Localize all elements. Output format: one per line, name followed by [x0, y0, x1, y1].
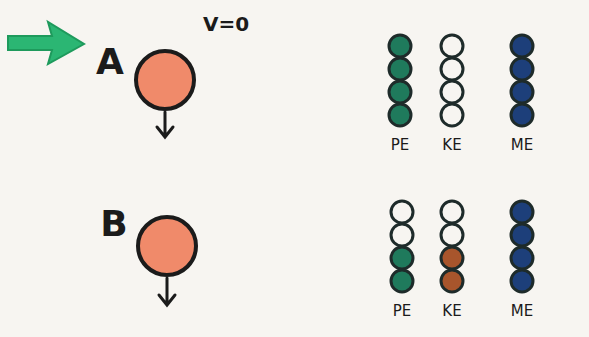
ball [138, 217, 196, 275]
ball [136, 51, 194, 109]
down-arrow [159, 278, 175, 305]
velocity-note: V=0 [203, 14, 249, 34]
bar-label: KE [442, 138, 461, 153]
bar-label: PE [391, 138, 410, 153]
down-arrow [157, 112, 173, 137]
row-letter: A [96, 44, 124, 80]
row-letter: B [100, 206, 127, 242]
bar-label: KE [442, 304, 461, 319]
energy-bars [389, 35, 533, 126]
bar-label: ME [511, 138, 533, 153]
bar-label: PE [393, 304, 412, 319]
pointer-arrow [8, 22, 84, 64]
bar-label: ME [511, 304, 533, 319]
energy-bars [391, 201, 533, 292]
